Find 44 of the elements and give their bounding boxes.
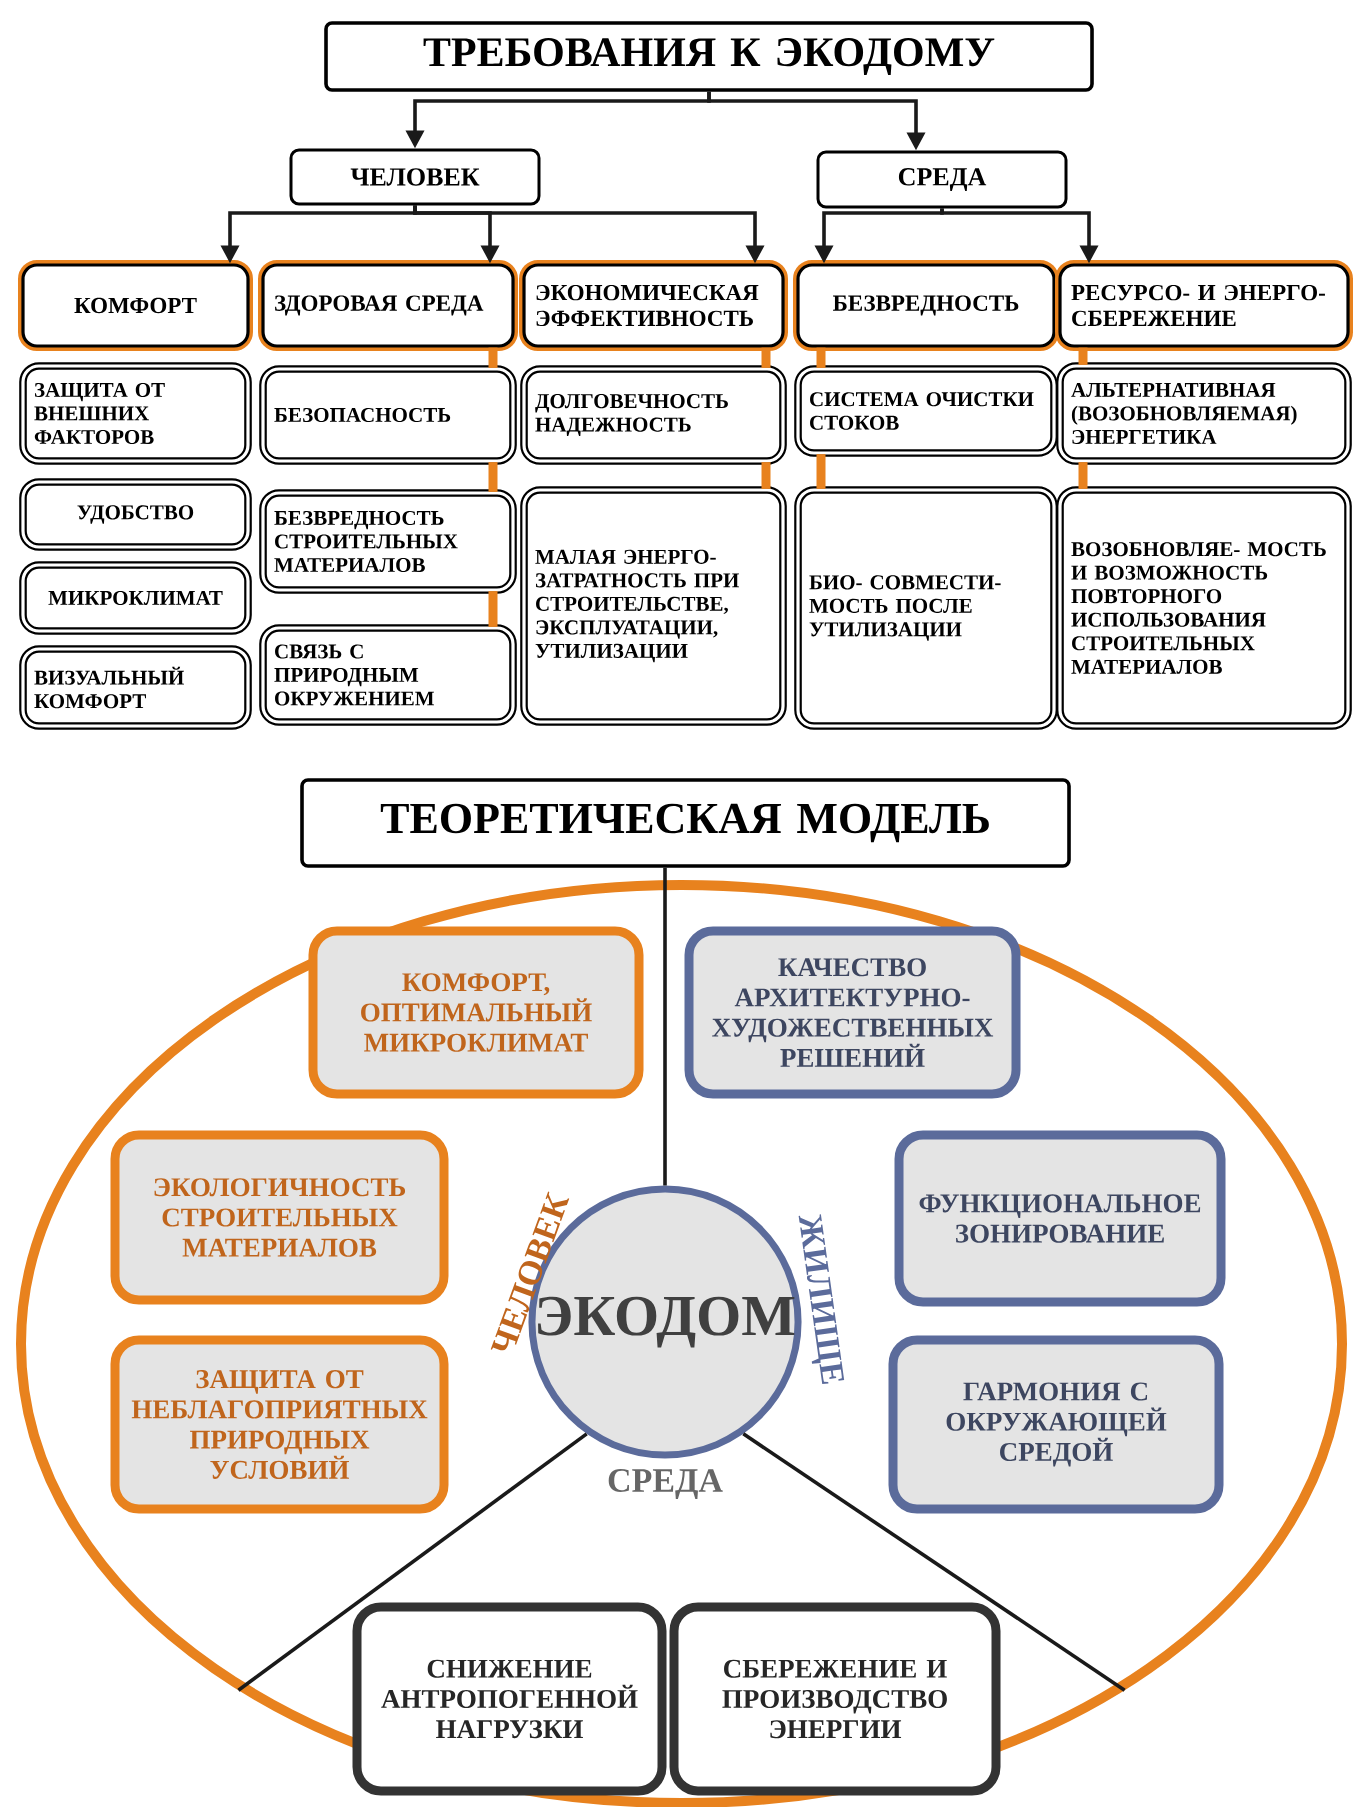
connector-line bbox=[1078, 347, 1088, 365]
requirement-box: СИСТЕМА ОЧИСТКИ СТОКОВ bbox=[794, 365, 1058, 457]
connector-line bbox=[488, 347, 498, 368]
model-box: ФУНКЦИОНАЛЬНОЕ ЗОНИРОВАНИЕ bbox=[894, 1130, 1226, 1307]
connector-line bbox=[1078, 462, 1088, 489]
requirement-box: АЛЬТЕРНАТИВНАЯ (ВОЗОБНОВЛЯЕМАЯ) ЭНЕРГЕТИКА bbox=[1056, 362, 1352, 465]
circle-label: ЖИЛИЩЕ bbox=[798, 1214, 845, 1385]
model-box: СНИЖЕНИЕ АНТРОПОГЕННОЙ НАГРУЗКИ bbox=[352, 1602, 667, 1796]
model-box: ЗАЩИТА ОТ НЕБЛАГОПРИЯТНЫХ ПРИРОДНЫХ УСЛОВИЙ bbox=[110, 1335, 449, 1514]
requirement-header-box: БЕЗВРЕДНОСТЬ bbox=[793, 260, 1059, 351]
requirement-box: МИКРОКЛИМАТ bbox=[19, 561, 252, 635]
title-box: ТЕОРЕТИЧЕСКАЯ МОДЕЛЬ bbox=[300, 778, 1071, 868]
requirement-header-box: КОМФОРТ bbox=[18, 260, 253, 351]
connector-line bbox=[816, 347, 826, 368]
category-box: СРЕДА bbox=[816, 150, 1068, 209]
requirement-box: БИО- СОВМЕСТИ- МОСТЬ ПОСЛЕ УТИЛИЗАЦИИ bbox=[794, 486, 1058, 730]
requirement-header-box: ЗДОРОВАЯ СРЕДА bbox=[258, 260, 518, 351]
requirement-box: ЗАЩИТА ОТ ВНЕШНИХ ФАКТОРОВ bbox=[19, 362, 252, 465]
requirement-box: СВЯЗЬ С ПРИРОДНЫМ ОКРУЖЕНИЕМ bbox=[259, 624, 517, 726]
model-box: ГАРМОНИЯ С ОКРУЖАЮЩЕЙ СРЕДОЙ bbox=[888, 1335, 1224, 1514]
requirement-box: ДОЛГОВЕЧНОСТЬ НАДЕЖНОСТЬ bbox=[520, 365, 787, 465]
requirement-box: БЕЗВРЕДНОСТЬ СТРОИТЕЛЬНЫХ МАТЕРИАЛОВ bbox=[259, 489, 517, 594]
circle-label: СРЕДА bbox=[608, 1469, 723, 1499]
category-box: ЧЕЛОВЕК bbox=[289, 148, 541, 206]
model-box: КОМФОРТ, ОПТИМАЛЬНЫЙ МИКРОКЛИМАТ bbox=[308, 926, 644, 1099]
requirement-header-box: ЭКОНОМИЧЕСКАЯ ЭФФЕКТИВНОСТЬ bbox=[519, 260, 788, 351]
requirement-header-box: РЕСУРСО- И ЭНЕРГО- СБЕРЕЖЕНИЕ bbox=[1055, 260, 1353, 351]
connector-line bbox=[742, 1432, 1126, 1692]
model-box: КАЧЕСТВО АРХИТЕКТУРНО- ХУДОЖЕСТВЕННЫХ РЕШЕНИЙ bbox=[684, 926, 1021, 1099]
connector-line bbox=[761, 347, 771, 368]
model-box: ЭКОЛОГИЧНОСТЬ СТРОИТЕЛЬНЫХ МАТЕРИАЛОВ bbox=[110, 1130, 449, 1305]
connector-line bbox=[488, 462, 498, 492]
connector-line bbox=[488, 591, 498, 627]
requirement-box: УДОБСТВО bbox=[19, 478, 252, 551]
requirement-box: ВОЗОБНОВЛЯЕ- МОСТЬ И ВОЗМОЖНОСТЬ ПОВТОРНОГО ИСПОЛЬЗОВАНИЯ СТРОИТЕЛЬНЫХ МАТЕРИАЛОВ bbox=[1056, 486, 1352, 730]
requirement-box: ВИЗУАЛЬНЫЙ КОМФОРТ bbox=[19, 645, 252, 730]
connector-line bbox=[761, 462, 771, 489]
requirement-box: БЕЗОПАСНОСТЬ bbox=[259, 365, 517, 465]
requirement-box: МАЛАЯ ЭНЕРГО- ЗАТРАТНОСТЬ ПРИ СТРОИТЕЛЬСТВЕ, ЭКСПЛУАТАЦИИ, УТИЛИЗАЦИИ bbox=[520, 486, 787, 726]
connector-line bbox=[663, 867, 667, 1186]
connector-line bbox=[237, 1432, 588, 1692]
model-box: СБЕРЕЖЕНИЕ И ПРОИЗВОДСТВО ЭНЕРГИИ bbox=[669, 1602, 1001, 1796]
connector-line bbox=[816, 454, 826, 489]
title-box: ТРЕБОВАНИЯ К ЭКОДОМУ bbox=[324, 21, 1094, 92]
